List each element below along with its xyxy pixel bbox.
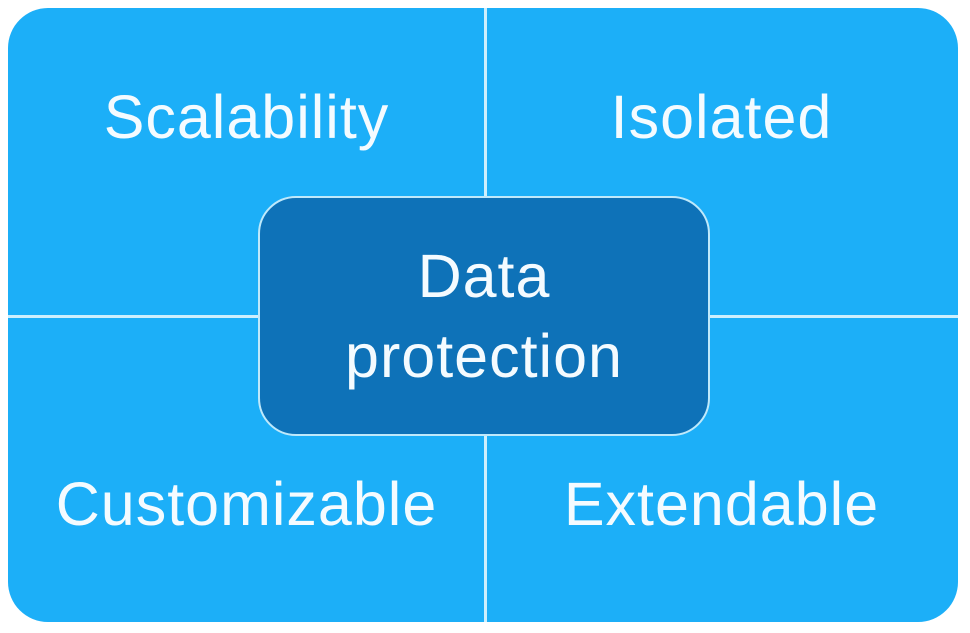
center-box: Data protection [258,196,710,436]
quadrant-panel: Scalability Isolated Customizable Extend… [8,8,958,622]
center-box-label: Data protection [345,242,623,390]
quadrant-label-isolated: Isolated [610,83,833,151]
quadrant-label-extendable: Extendable [563,470,880,538]
quadrant-label-scalability: Scalability [103,83,390,151]
quadrant-label-customizable: Customizable [55,470,438,538]
